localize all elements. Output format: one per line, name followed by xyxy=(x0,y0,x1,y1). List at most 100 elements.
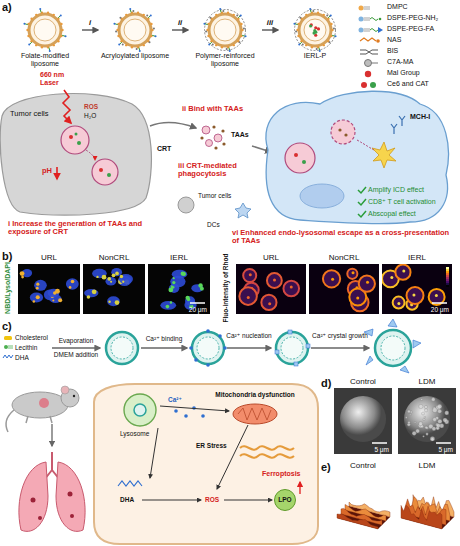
antigen-transfer xyxy=(150,122,271,218)
intensity-image-part xyxy=(273,278,276,281)
liposome-art-part xyxy=(49,50,51,52)
legend-row: DMPC xyxy=(356,3,460,13)
sem-image-part xyxy=(445,411,449,415)
annotation: DMEM addition xyxy=(48,351,104,358)
stage-label: Acryloylated liposome xyxy=(99,52,171,60)
liposome-art-part xyxy=(222,10,224,12)
annotation: Cholesterol xyxy=(15,334,48,341)
sem-image-part xyxy=(424,408,427,411)
afm-surface-part xyxy=(398,472,456,534)
synthesis-row-part xyxy=(4,336,12,340)
legend-icon xyxy=(356,36,384,46)
legend-icon xyxy=(356,69,384,79)
target-cell-part xyxy=(233,404,277,424)
dendritic-cell-part xyxy=(358,211,366,217)
panel-image xyxy=(309,264,379,314)
liposome-art-part xyxy=(124,19,146,41)
liposome-icon xyxy=(279,8,351,52)
intensity-image-part xyxy=(446,277,449,279)
mouse-lung-part xyxy=(39,398,49,408)
annotation: vi Enhanced endo-lysosomal escape as a c… xyxy=(232,229,454,246)
liposome-icon xyxy=(9,8,81,52)
liposome-art-part xyxy=(207,35,209,37)
dendritic-cell-part xyxy=(391,124,397,134)
fluorescence-image-part xyxy=(21,276,24,279)
fluorescence-image-part xyxy=(191,284,203,292)
liposome-art-part xyxy=(143,44,145,46)
scale-label: 5 μm xyxy=(374,446,389,453)
scale-label: 5 μm xyxy=(438,446,453,453)
intensity-image-part xyxy=(331,278,334,281)
panel-image xyxy=(18,264,80,314)
panel-image xyxy=(398,388,456,454)
legend-icon-part xyxy=(370,29,378,32)
legend-text: BIS xyxy=(387,47,398,55)
intensity-image xyxy=(309,264,379,314)
sem-image-part xyxy=(405,416,407,418)
fluorescence-image-part xyxy=(120,275,123,278)
sem-image-part xyxy=(424,405,427,408)
annotation: pH xyxy=(42,167,52,175)
afm-surface xyxy=(398,472,456,534)
tumor-cell xyxy=(0,90,151,215)
annotation: Ca²⁺ crystal growth xyxy=(309,332,371,339)
liposome-art-part xyxy=(219,8,221,10)
intensity-image-part xyxy=(412,293,415,296)
liposome-art-part xyxy=(137,12,139,14)
liposome-art-part xyxy=(205,10,246,51)
dendritic-cell-part xyxy=(357,140,374,150)
liposome-art-part xyxy=(119,17,121,19)
mouse-lung-part xyxy=(6,410,14,432)
legend-icon xyxy=(359,17,382,22)
antigen-transfer-part xyxy=(214,146,217,149)
synthesis-row-part xyxy=(381,336,405,360)
intensity-image-part xyxy=(446,283,449,285)
legend-icon-part xyxy=(365,60,372,67)
panel-heading: LDM xyxy=(398,378,456,388)
liposome-art-part xyxy=(122,44,124,46)
liposome-art-part xyxy=(319,50,321,52)
liposome-art-part xyxy=(132,10,134,12)
sem-image-part xyxy=(433,417,437,421)
liposome-art-part xyxy=(203,23,205,25)
annotation: Tumor cells xyxy=(10,110,48,118)
legend-icon-part xyxy=(378,27,383,33)
sem-image-part xyxy=(438,419,442,423)
tumor-cell-part xyxy=(69,135,73,139)
intensity-image-part xyxy=(446,267,449,269)
sem-image-part xyxy=(432,427,436,431)
intensity-image-part xyxy=(283,281,299,297)
liposome-art xyxy=(203,8,246,52)
sem-image-part xyxy=(423,435,425,437)
fluorescence-image-part xyxy=(170,301,172,303)
intensity-image-part xyxy=(446,271,449,273)
liposome-art-part xyxy=(35,44,37,46)
synthesis-row-part xyxy=(111,337,133,359)
liposome-art-part xyxy=(330,14,332,16)
liposome-art-part xyxy=(299,17,301,19)
intensity-image-part xyxy=(390,276,393,279)
fluorescence-image-part xyxy=(115,271,119,275)
liposome-art-part xyxy=(305,14,307,16)
fluorescence-image-part xyxy=(30,292,43,302)
synthesis-row-part xyxy=(223,346,227,350)
target-cell-part xyxy=(238,408,271,420)
intensity-image-part xyxy=(347,269,357,279)
fluorescence-image-part xyxy=(66,278,79,289)
tumor-cell-part xyxy=(92,159,118,185)
liposome-art-part xyxy=(143,14,145,16)
liposome-art-part xyxy=(309,8,311,10)
fluorescence-image-part xyxy=(33,300,36,303)
synthesis-row-part xyxy=(194,358,198,362)
mouse-lung-part xyxy=(61,386,69,394)
liposome-art-part xyxy=(26,29,28,31)
legend-text: DMPC xyxy=(387,3,408,11)
sem-image xyxy=(398,388,456,454)
dendritic-cell-part xyxy=(399,116,405,126)
liposome-art-part xyxy=(312,10,314,12)
liposome-art-part xyxy=(215,44,217,46)
sem-image-part xyxy=(408,421,410,423)
legend-icon xyxy=(365,60,379,67)
annotation: MCH-I xyxy=(410,113,430,121)
